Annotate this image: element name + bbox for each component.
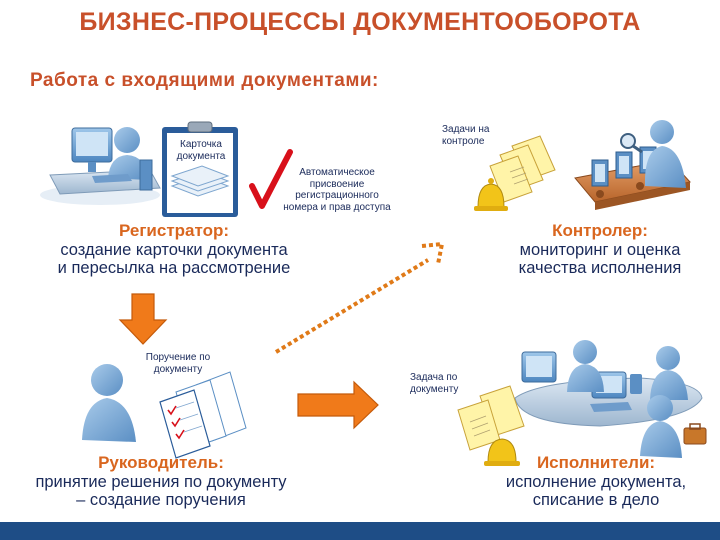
task-note (457, 385, 525, 466)
executors-illustration (514, 340, 707, 458)
manager-desc-line2: – создание поручения (76, 491, 246, 509)
task-label: Задача по документу (410, 372, 480, 395)
check-mark-icon (249, 149, 293, 209)
bottom-bar (0, 522, 720, 540)
executors-role: Исполнители: (536, 453, 656, 472)
registrar-desc-line1: создание карточки документа (60, 241, 288, 259)
controller-desc-line2: качества исполнения (518, 259, 682, 277)
dotted-arrow-line (274, 258, 430, 354)
controller-desc-line1: мониторинг и оценка (519, 241, 681, 259)
executors-block: Исполнители: исполнение документа, списа… (480, 453, 712, 509)
page-subtitle: Работа с входящими документами: (30, 70, 379, 91)
auto-assign-line4: номера и прав доступа (283, 201, 391, 213)
controller-role: Контролер: (552, 221, 648, 240)
order-label-line1: Поручение по (145, 352, 211, 363)
card-label-line1: Карточка (180, 139, 222, 150)
tasks-label: Задачи на контроле (442, 124, 512, 147)
order-label: Поручение по документу (128, 352, 228, 375)
controller-illustration (574, 120, 691, 210)
controller-block: Контролер: мониторинг и оценка качества … (490, 221, 710, 277)
auto-assign-line3: регистрационного (295, 190, 379, 201)
tasks-label-line2: контроле (442, 135, 485, 147)
registrar-block: Регистратор: создание карточки документа… (24, 221, 324, 277)
auto-assign-note: Автоматическое присвоение регистрационно… (262, 167, 412, 213)
task-label-line2: документу (410, 383, 459, 395)
tasks-notes (474, 135, 556, 211)
manager-block: Руководитель: принятие решения по докуме… (6, 453, 316, 509)
registrar-illustration (40, 127, 161, 205)
registrar-desc-line2: и пересылка на рассмотрение (57, 259, 291, 277)
document-card-clipboard (162, 121, 238, 217)
auto-assign-line2: присвоение (309, 178, 365, 190)
auto-assign-line1: Автоматическое (299, 167, 375, 178)
manager-role: Руководитель: (98, 453, 224, 472)
order-document (159, 371, 247, 459)
order-label-line2: документу (153, 363, 203, 375)
arrow-down-icon (118, 293, 168, 345)
manager-illustration (82, 364, 136, 442)
arrow-right-icon (297, 380, 379, 430)
card-label-line2: документа (176, 150, 226, 162)
page-title: БИЗНЕС-ПРОЦЕССЫ ДОКУМЕНТООБОРОТА (79, 8, 641, 36)
executors-desc-line1: исполнение документа, (505, 473, 687, 491)
manager-desc-line1: принятие решения по документу (35, 473, 287, 491)
tasks-label-line1: Задачи на (442, 124, 490, 135)
registrar-role: Регистратор: (118, 221, 230, 240)
task-label-line1: Задача по (410, 372, 458, 383)
executors-desc-line2: списание в дело (532, 491, 660, 509)
dotted-arrow-head-icon (421, 241, 445, 265)
card-label: Карточка документа (170, 139, 232, 162)
